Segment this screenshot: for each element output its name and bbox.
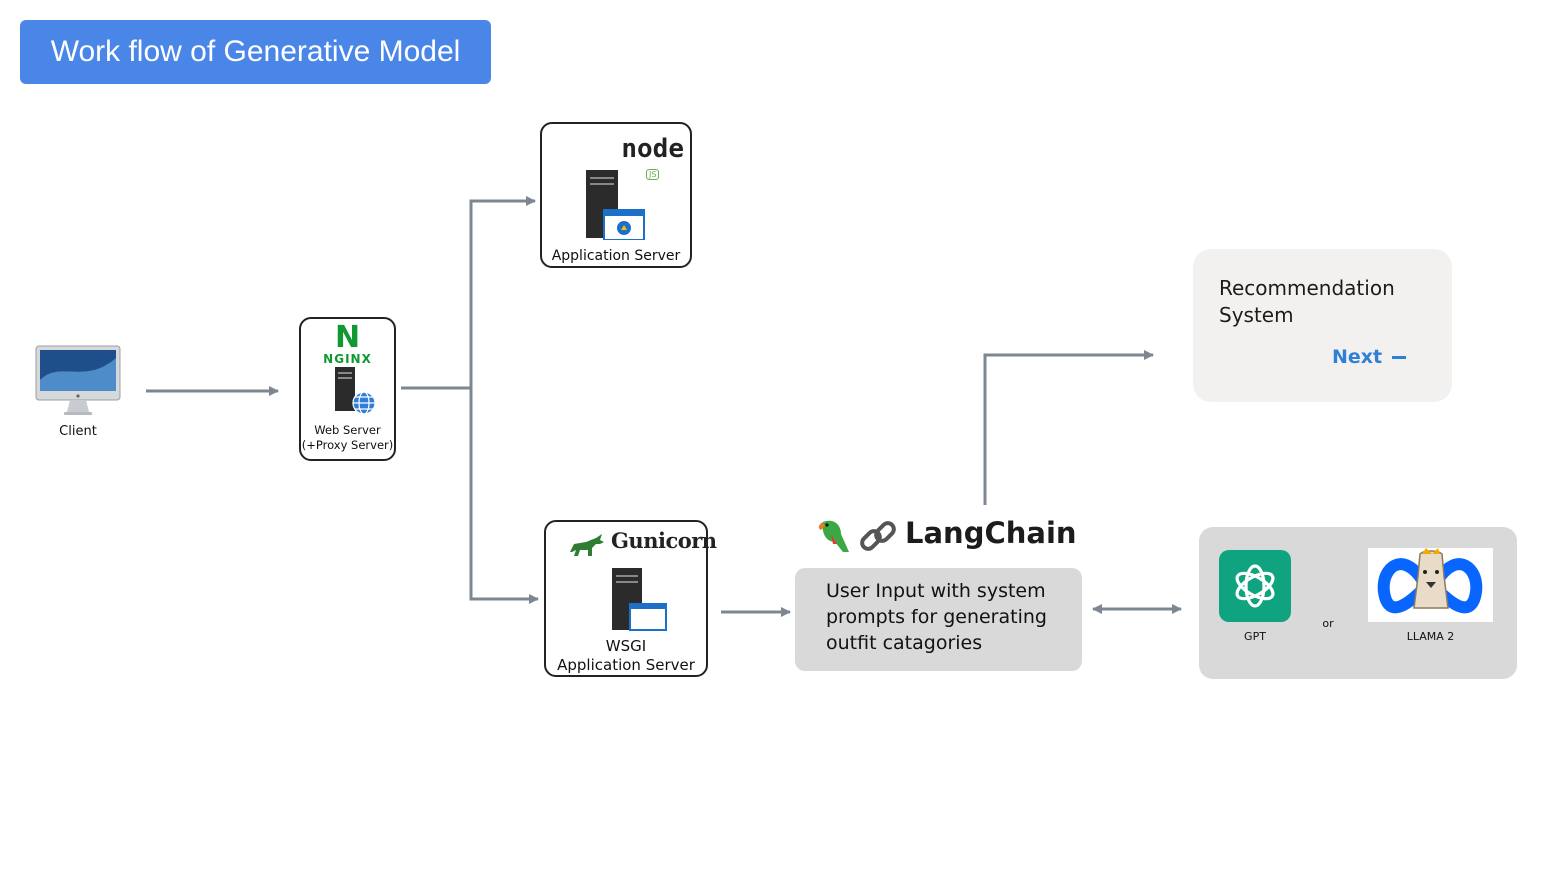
proxy-server-label: (+Proxy Server) bbox=[301, 438, 394, 452]
meta-llama-icon bbox=[1377, 548, 1483, 614]
nodejs-logo: node JS bbox=[621, 136, 684, 181]
gpt-logo-tile bbox=[1219, 550, 1291, 622]
nginx-logo: N NGINX bbox=[301, 323, 394, 366]
langchain-prompt-box: User Input with system prompts for gener… bbox=[795, 568, 1082, 671]
web-server-label: Web Server bbox=[314, 423, 381, 437]
chain-link-icon bbox=[860, 521, 896, 551]
wsgi-app-server-label: Application Server bbox=[557, 656, 695, 674]
openai-icon bbox=[1235, 564, 1275, 608]
client-node: Client bbox=[30, 340, 126, 440]
arrow-langchain-to-recommendation bbox=[983, 350, 1154, 505]
gunicorn-server-node: Gunicorn WSGI Application Server bbox=[544, 520, 717, 677]
nginx-logo-text: NGINX bbox=[323, 352, 372, 366]
wsgi-label: WSGI bbox=[605, 637, 647, 655]
arrow-to-node-server bbox=[469, 196, 536, 388]
llama-logo-tile bbox=[1368, 548, 1493, 622]
langchain-logo: LangChain bbox=[815, 514, 1077, 560]
langchain-brand-text: LangChain bbox=[905, 516, 1077, 550]
client-label: Client bbox=[59, 424, 97, 439]
node-app-server-node: node JS Application Server bbox=[540, 122, 692, 268]
imac-icon bbox=[35, 345, 121, 415]
recommendation-panel: Recommendation System Next bbox=[1193, 249, 1452, 402]
next-button[interactable]: Next bbox=[1332, 346, 1406, 368]
web-server-node: N NGINX Web Server (+Proxy Server) bbox=[299, 317, 396, 461]
arrow-to-gunicorn-server bbox=[469, 388, 539, 604]
prompt-text: User Input with system prompts for gener… bbox=[826, 580, 1047, 654]
web-server-icon bbox=[335, 367, 376, 415]
parrot-icon bbox=[818, 520, 849, 552]
recommendation-title: Recommendation System bbox=[1219, 276, 1395, 327]
gunicorn-logo-text: Gunicorn bbox=[611, 528, 717, 553]
app-server-label: Application Server bbox=[551, 248, 681, 264]
unicorn-icon bbox=[570, 534, 604, 556]
next-label: Next bbox=[1332, 346, 1383, 368]
arrow-right-icon bbox=[1391, 356, 1406, 359]
gpt-label: GPT bbox=[1244, 630, 1266, 643]
nodejs-logo-text: node bbox=[621, 134, 684, 164]
app-server-icon bbox=[586, 170, 645, 240]
nodejs-logo-sub: JS bbox=[645, 169, 660, 180]
models-panel: GPT or LLAMA 2 bbox=[1199, 527, 1517, 679]
wsgi-server-icon bbox=[612, 568, 667, 631]
page-title: Work flow of Generative Model bbox=[20, 20, 491, 84]
or-label: or bbox=[1322, 617, 1334, 630]
llama-label: LLAMA 2 bbox=[1406, 630, 1455, 643]
